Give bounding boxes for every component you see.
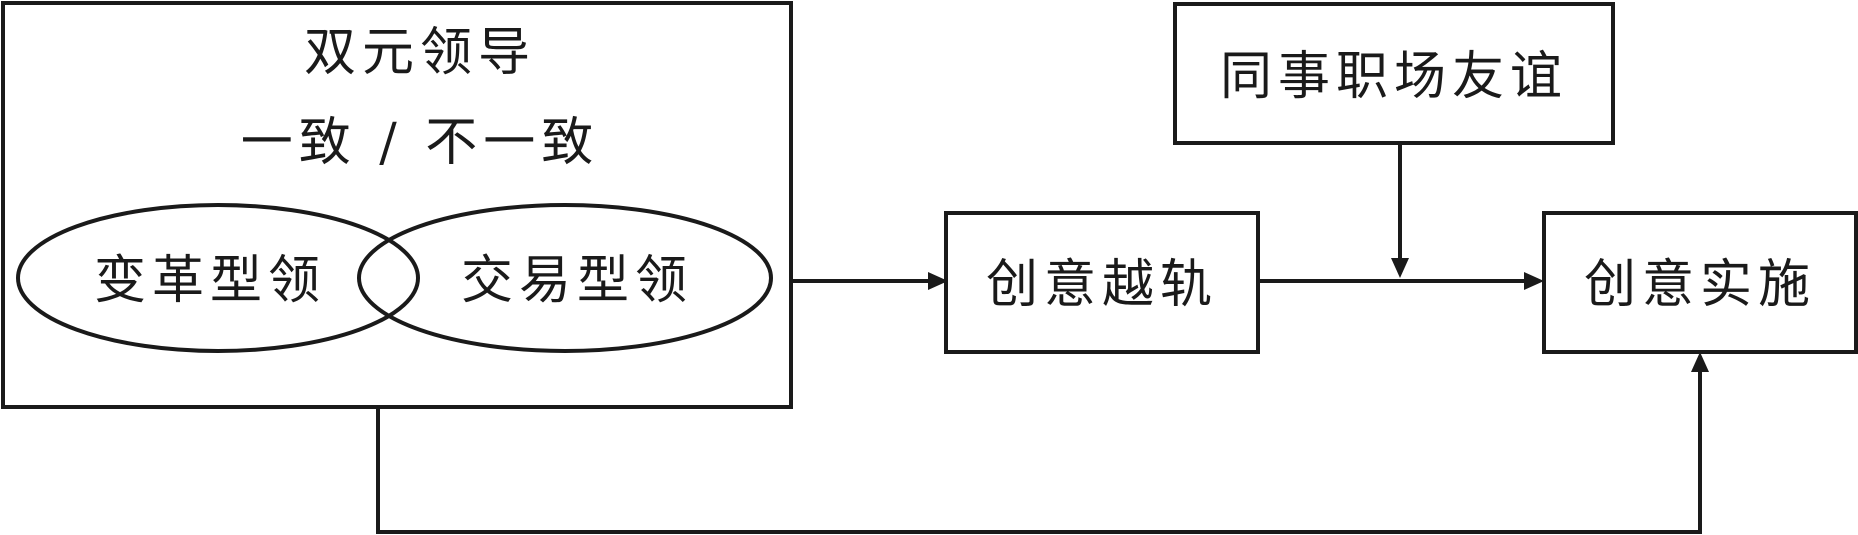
coworker-friendship-node: 同事职场友谊 [1173, 2, 1615, 145]
dual-leadership-box [1, 1, 793, 409]
transactional-leadership-label: 交易型领 [461, 251, 693, 311]
coworker-friendship-label: 同事职场友谊 [1220, 47, 1568, 107]
creative-implementation-label: 创意实施 [1584, 255, 1816, 315]
arrowhead-up-icon [1691, 352, 1709, 372]
creative-deviance-box [944, 211, 1260, 354]
creative-deviance-label: 创意越轨 [986, 255, 1218, 315]
arrow-leadership-to-implementation [376, 352, 1709, 534]
transactional-leadership-ellipse [357, 203, 773, 353]
creative-implementation-node: 创意实施 [1542, 211, 1858, 354]
arrow-leadership-to-deviance [791, 272, 948, 290]
arrowhead-right-icon [1524, 272, 1544, 290]
arrow-deviance-to-implementation [1258, 272, 1544, 290]
coworker-friendship-box [1173, 2, 1615, 145]
creative-deviance-node: 创意越轨 [944, 211, 1260, 354]
arrowhead-right-icon [928, 272, 948, 290]
dual-leadership-title: 双元领导 [304, 23, 536, 83]
consistency-label: 一致 / 不一致 [241, 113, 600, 173]
creative-implementation-box [1542, 211, 1858, 354]
arrow-friendship-moderation [1391, 143, 1409, 278]
dual-leadership-group: 双元领导 一致 / 不一致 变革型领 交易型领 [1, 1, 793, 409]
arrowhead-down-icon [1391, 258, 1409, 278]
transformational-leadership-ellipse [16, 203, 420, 353]
transformational-leadership-label: 变革型领 [94, 251, 326, 311]
